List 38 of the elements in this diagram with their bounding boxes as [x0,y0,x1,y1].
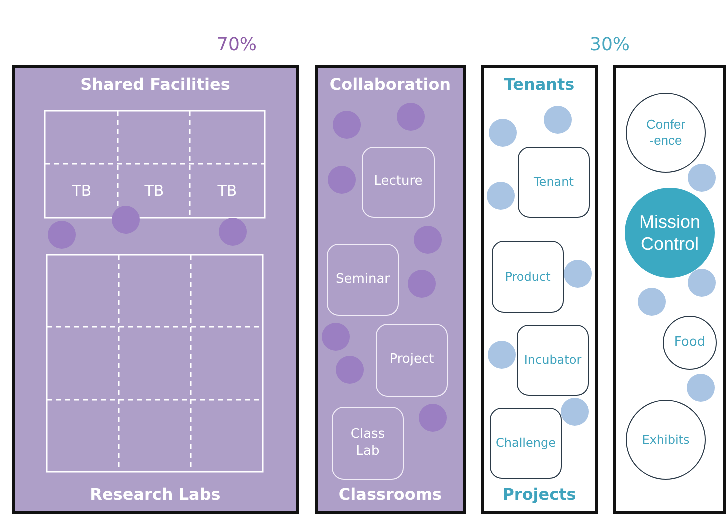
room-label: Challenge [496,436,556,451]
room-label: TB [218,182,238,200]
zone-footer: Classrooms [338,485,442,504]
room-label: Product [505,270,551,284]
zone-panel [481,65,598,514]
room-circle [626,93,706,173]
room-label: Tenant [534,175,574,190]
zone-panel [613,65,726,514]
zone-footer: Projects [502,485,576,504]
room-label: Mission Control [638,210,702,256]
share-percentage: 30% [590,34,630,56]
room-label: Exhibits [642,432,690,448]
room-circle [626,400,706,480]
zone-heading: Collaboration [330,75,452,94]
share-percentage: 70% [217,34,257,56]
room-label: Class Lab [350,427,386,460]
room-box [492,241,564,313]
room-label: Food [674,334,706,352]
room-label: Confer -ence [645,116,687,150]
room-box [518,147,590,218]
room-label: TB [72,182,92,200]
room-box [332,407,404,480]
zone-footer: Research Labs [90,485,221,504]
zone-heading: Tenants [504,75,575,94]
room-box [517,325,589,396]
zone-panel [315,65,466,514]
zone-panel [12,65,299,514]
room-box [327,244,399,316]
room-box [490,408,562,479]
room-label: Seminar [336,272,390,288]
room-label: Lecture [374,174,423,191]
room-label: Incubator [524,353,582,368]
room-label: Project [390,352,434,369]
zone-heading: Shared Facilities [80,75,230,94]
room-label: TB [144,182,164,200]
room-box [362,147,435,218]
room-box [376,324,448,397]
room-circle [663,316,717,370]
